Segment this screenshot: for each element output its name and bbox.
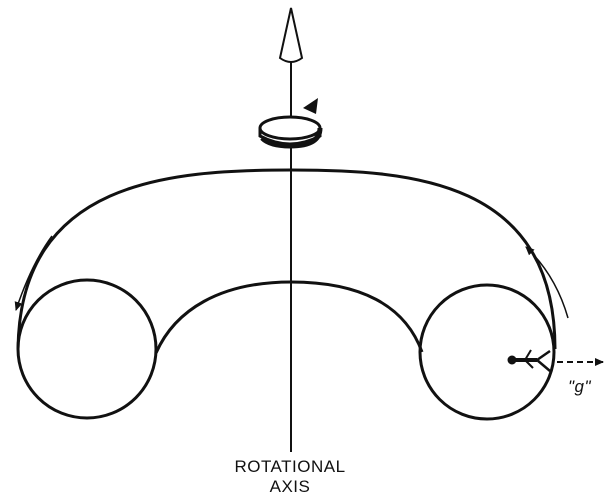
axis-arrowhead-icon [278,7,304,63]
astronaut-figure-icon [507,349,551,372]
gravity-label: "g" [568,377,592,396]
rotational-axis-label-line2: AXIS [269,477,311,496]
rotation-axis-arrow [278,7,304,116]
right-rotation-arrow [525,246,569,319]
torus-inner-rim [154,280,424,354]
torus-outer-rim [16,168,557,350]
left-cross-section [16,278,158,420]
left-rotation-arrow [14,235,53,311]
right-cross-section [418,283,556,421]
rotational-axis-label-line1: ROTATIONAL [234,457,346,476]
